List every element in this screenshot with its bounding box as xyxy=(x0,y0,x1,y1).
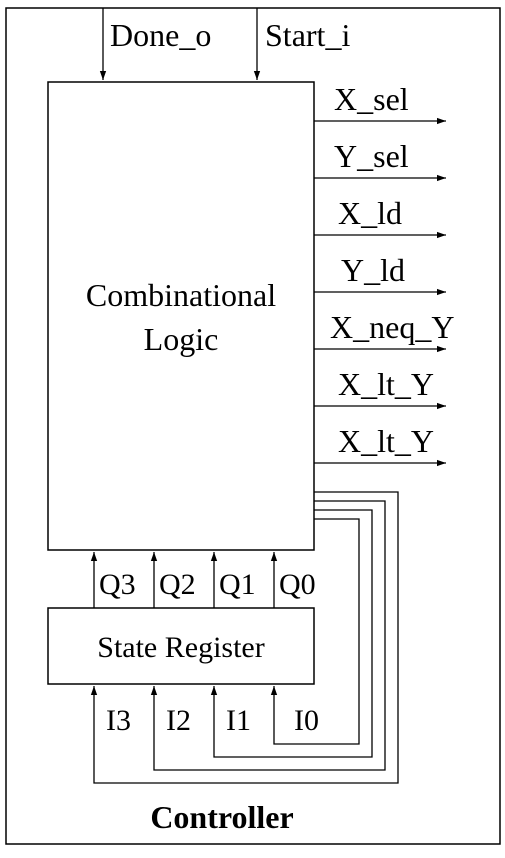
state-output-arrows xyxy=(90,552,278,608)
controller-caption: Controller xyxy=(150,799,293,835)
state-register-label: State Register xyxy=(97,631,264,664)
i-label: I1 xyxy=(226,704,251,737)
i-label: I2 xyxy=(166,704,191,737)
i0-wire xyxy=(270,518,360,745)
i1-wire xyxy=(210,509,373,758)
output-label: X_lt_Y xyxy=(338,366,434,402)
i3-wire xyxy=(90,491,399,784)
top-input-label: Start_i xyxy=(265,17,350,53)
top-input-label: Done_o xyxy=(110,17,211,53)
output-label: Y_sel xyxy=(334,138,409,174)
combinational-logic-block xyxy=(47,81,315,551)
q-label: Q0 xyxy=(279,568,316,601)
output-label: Y_ld xyxy=(341,252,405,288)
output-label: X_sel xyxy=(334,81,409,117)
q-label: Q2 xyxy=(159,568,196,601)
logic-label-line2: Logic xyxy=(144,321,219,357)
i-label: I3 xyxy=(106,704,131,737)
logic-label-line1: Combinational xyxy=(86,277,276,313)
state-register-block xyxy=(47,607,315,685)
output-label: X_neq_Y xyxy=(330,309,454,345)
i2-wire xyxy=(150,500,386,771)
output-label: X_ld xyxy=(338,195,402,231)
controller-frame xyxy=(5,7,501,845)
q-label: Q3 xyxy=(99,568,136,601)
i-label: I0 xyxy=(294,704,319,737)
feedback-wires xyxy=(90,491,399,784)
q-label: Q1 xyxy=(219,568,256,601)
output-arrows xyxy=(314,117,446,467)
output-label: X_lt_Y xyxy=(338,423,434,459)
